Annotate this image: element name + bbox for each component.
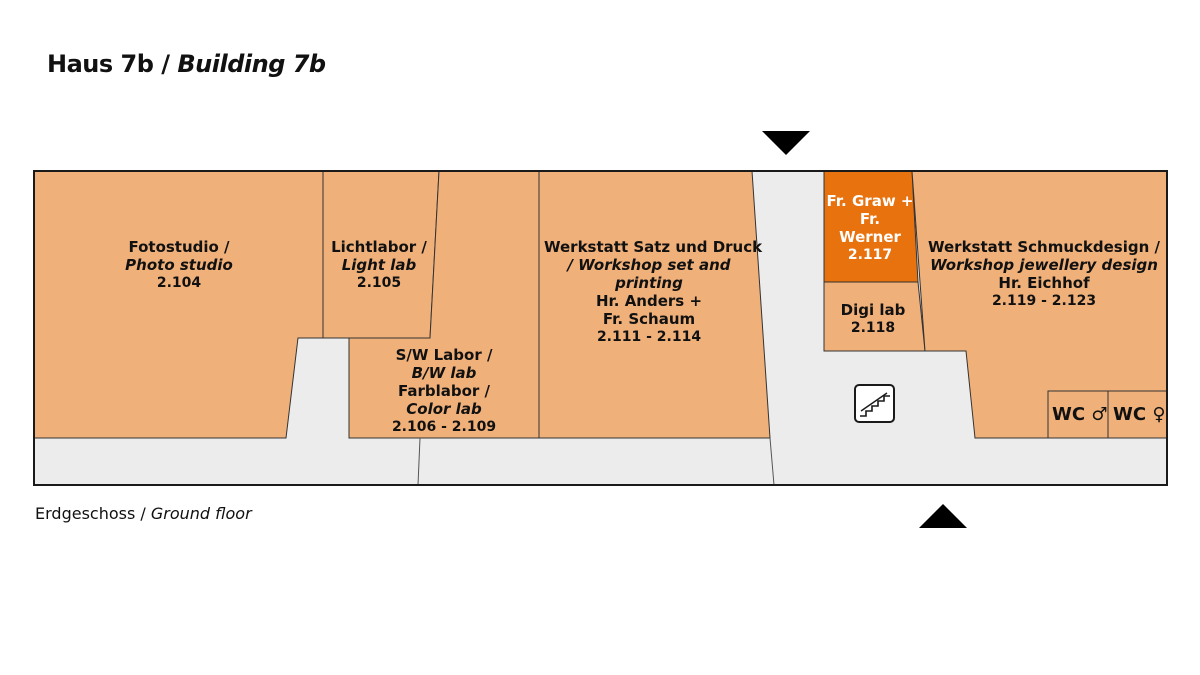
wc-men-label: WC ♂ <box>1052 404 1108 425</box>
floor-label-main: Erdgeschoss / <box>35 504 146 523</box>
label-sw-labor: S/W Labor / B/W lab Farblabor / Color la… <box>369 346 519 436</box>
room-number: 2.111 - 2.114 <box>596 329 702 345</box>
room-person: Fr. <box>859 210 881 228</box>
page-title-main: Haus 7b / <box>47 50 170 78</box>
room-name-en: printing <box>615 274 683 292</box>
room-name-de: Werkstatt Schmuckdesign / <box>928 238 1160 256</box>
room-wc-men[interactable] <box>1047 390 1109 439</box>
room-number: 2.119 - 2.123 <box>991 293 1097 309</box>
room-number: 2.117 <box>847 247 893 263</box>
room-number: 2.105 <box>356 275 402 291</box>
label-graw-werner: Fr. Graw + Fr. Werner 2.117 <box>820 192 920 264</box>
room-wc-women[interactable] <box>1107 390 1168 439</box>
room-name-en: Workshop jewellery design <box>930 256 1158 274</box>
stairs-icon <box>854 384 895 423</box>
label-digi-lab: Digi lab 2.118 <box>826 301 920 337</box>
room-person: Hr. Eichhof <box>998 274 1090 292</box>
room-number: 2.118 <box>850 320 896 336</box>
room-name-de: S/W Labor / <box>395 346 493 364</box>
label-fotostudio: Fotostudio / Photo studio 2.104 <box>104 238 254 292</box>
room-person: Fr. Schaum <box>602 310 696 328</box>
room-name-de: Lichtlabor / <box>331 238 427 256</box>
room-person: Hr. Anders + <box>595 292 703 310</box>
room-name-en: / Workshop set and <box>567 256 731 274</box>
room-name-de: Fotostudio / <box>128 238 230 256</box>
room-number: 2.104 <box>156 275 202 291</box>
label-lichtlabor: Lichtlabor / Light lab 2.105 <box>319 238 439 292</box>
room-name-de: Digi lab <box>840 301 906 319</box>
label-schmuckdesign: Werkstatt Schmuckdesign / Workshop jewel… <box>928 238 1160 310</box>
room-number: 2.106 - 2.109 <box>391 419 497 435</box>
room-person: Fr. Graw + <box>826 192 914 210</box>
room-name-de: Farblabor / <box>397 382 491 400</box>
entrance-arrow-down-icon <box>762 131 810 155</box>
room-person: Werner <box>839 228 901 246</box>
entrance-arrow-up-icon <box>919 504 967 528</box>
wc-women-label: WC ♀ <box>1113 404 1166 425</box>
building-outline <box>33 170 1168 486</box>
room-fotostudio[interactable] <box>33 170 324 439</box>
floor-label-english: Ground floor <box>150 504 252 523</box>
room-name-en: Light lab <box>341 256 417 274</box>
corridor-divider <box>417 437 421 486</box>
label-werkstatt-satz: Werkstatt Satz und Druck / Workshop set … <box>544 238 763 346</box>
corridor-divider <box>769 437 775 486</box>
page-title: Haus 7b / Building 7b <box>47 50 326 78</box>
room-name-en: Photo studio <box>125 256 233 274</box>
floor-label: Erdgeschoss / Ground floor <box>35 504 252 523</box>
page-title-english: Building 7b <box>177 50 326 78</box>
room-name-en: Color lab <box>406 400 482 418</box>
room-name-de: Werkstatt Satz und Druck <box>544 238 763 256</box>
room-name-en: B/W lab <box>411 364 477 382</box>
